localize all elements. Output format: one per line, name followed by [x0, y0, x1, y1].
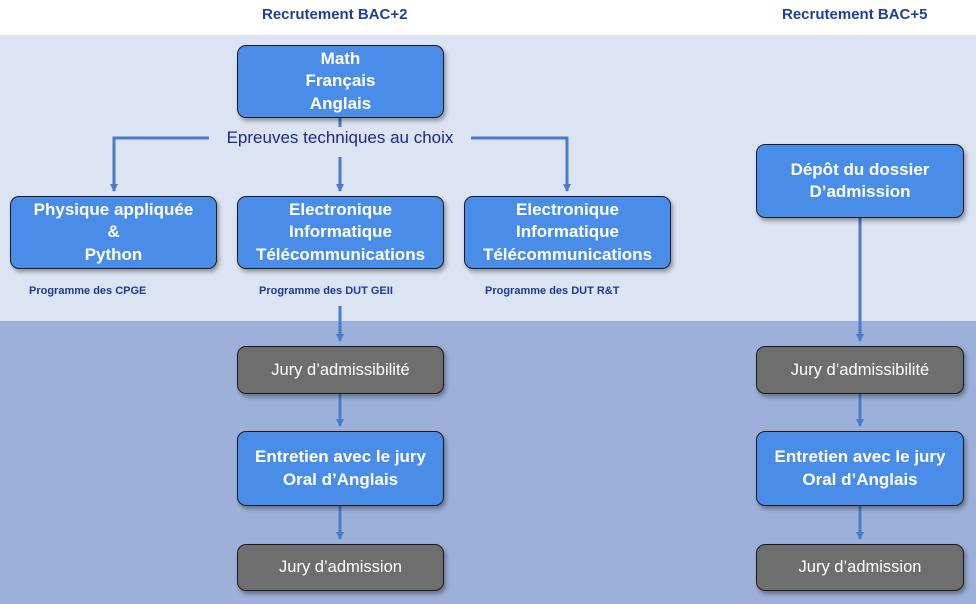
depot-dossier-box: Dépôt du dossier D’admission [756, 144, 964, 218]
jury-admissibilite-bac5-box: Jury d’admissibilité [756, 346, 964, 394]
option-2-line-3: Télécommunications [255, 244, 426, 264]
program-dut-geii: Programme des DUT GEII [259, 285, 393, 297]
option-geii-box: Electronique Informatique Télécommunicat… [237, 196, 444, 269]
jury-admission-bac5-label: Jury d’admission [798, 558, 922, 577]
jury-admission-bac2-box: Jury d’admission [237, 544, 444, 591]
entretien-bac5-box: Entretien avec le jury Oral d’Anglais [756, 431, 964, 506]
jury-admission-bac2-label: Jury d’admission [279, 558, 402, 577]
option-1-line-3: Python [84, 244, 143, 264]
option-physique-box: Physique appliquée & Python [10, 196, 217, 269]
option-1-line-1: Physique appliquée [33, 199, 194, 219]
depot-line-1: Dépôt du dossier [790, 159, 930, 179]
option-2-line-2: Informatique [289, 222, 392, 242]
entretien-bac5-line-1: Entretien avec le jury [774, 447, 946, 466]
jury-admission-bac5-box: Jury d’admission [756, 544, 964, 591]
option-3-line-3: Télécommunications [482, 244, 653, 264]
header-bac2: Recrutement BAC+2 [262, 6, 408, 23]
program-dut-rt: Programme des DUT R&T [485, 285, 620, 297]
top-box-line-2: Français [305, 71, 376, 91]
jury-admissibilite-bac2-box: Jury d’admissibilité [237, 346, 444, 394]
option-3-line-2: Informatique [516, 222, 619, 242]
header-bac5: Recrutement BAC+5 [782, 6, 928, 23]
top-box-line-3: Anglais [309, 93, 372, 113]
top-box-line-1: Math [320, 48, 361, 68]
entretien-bac2-line-2: Oral d’Anglais [282, 469, 399, 489]
epreuves-label: Epreuves techniques au choix [209, 127, 471, 149]
option-rt-box: Electronique Informatique Télécommunicat… [464, 196, 671, 269]
option-3-line-1: Electronique [516, 199, 619, 219]
arrow-to-rt [471, 136, 571, 192]
jury-admissibilite-bac5-label: Jury d’admissibilité [790, 360, 930, 379]
option-1-line-2: & [107, 222, 120, 242]
arrow-to-physique [110, 136, 209, 192]
entretien-bac2-line-1: Entretien avec le jury [254, 447, 427, 466]
option-2-line-1: Electronique [289, 199, 392, 219]
entretien-bac2-box: Entretien avec le jury Oral d’Anglais [237, 431, 444, 506]
depot-line-2: D’admission [809, 182, 911, 201]
entretien-bac5-line-2: Oral d’Anglais [802, 469, 918, 489]
program-cpge: Programme des CPGE [29, 285, 147, 297]
math-francais-anglais-box: Math Français Anglais [237, 45, 444, 118]
jury-admissibilite-bac2-label: Jury d’admissibilité [271, 360, 410, 379]
